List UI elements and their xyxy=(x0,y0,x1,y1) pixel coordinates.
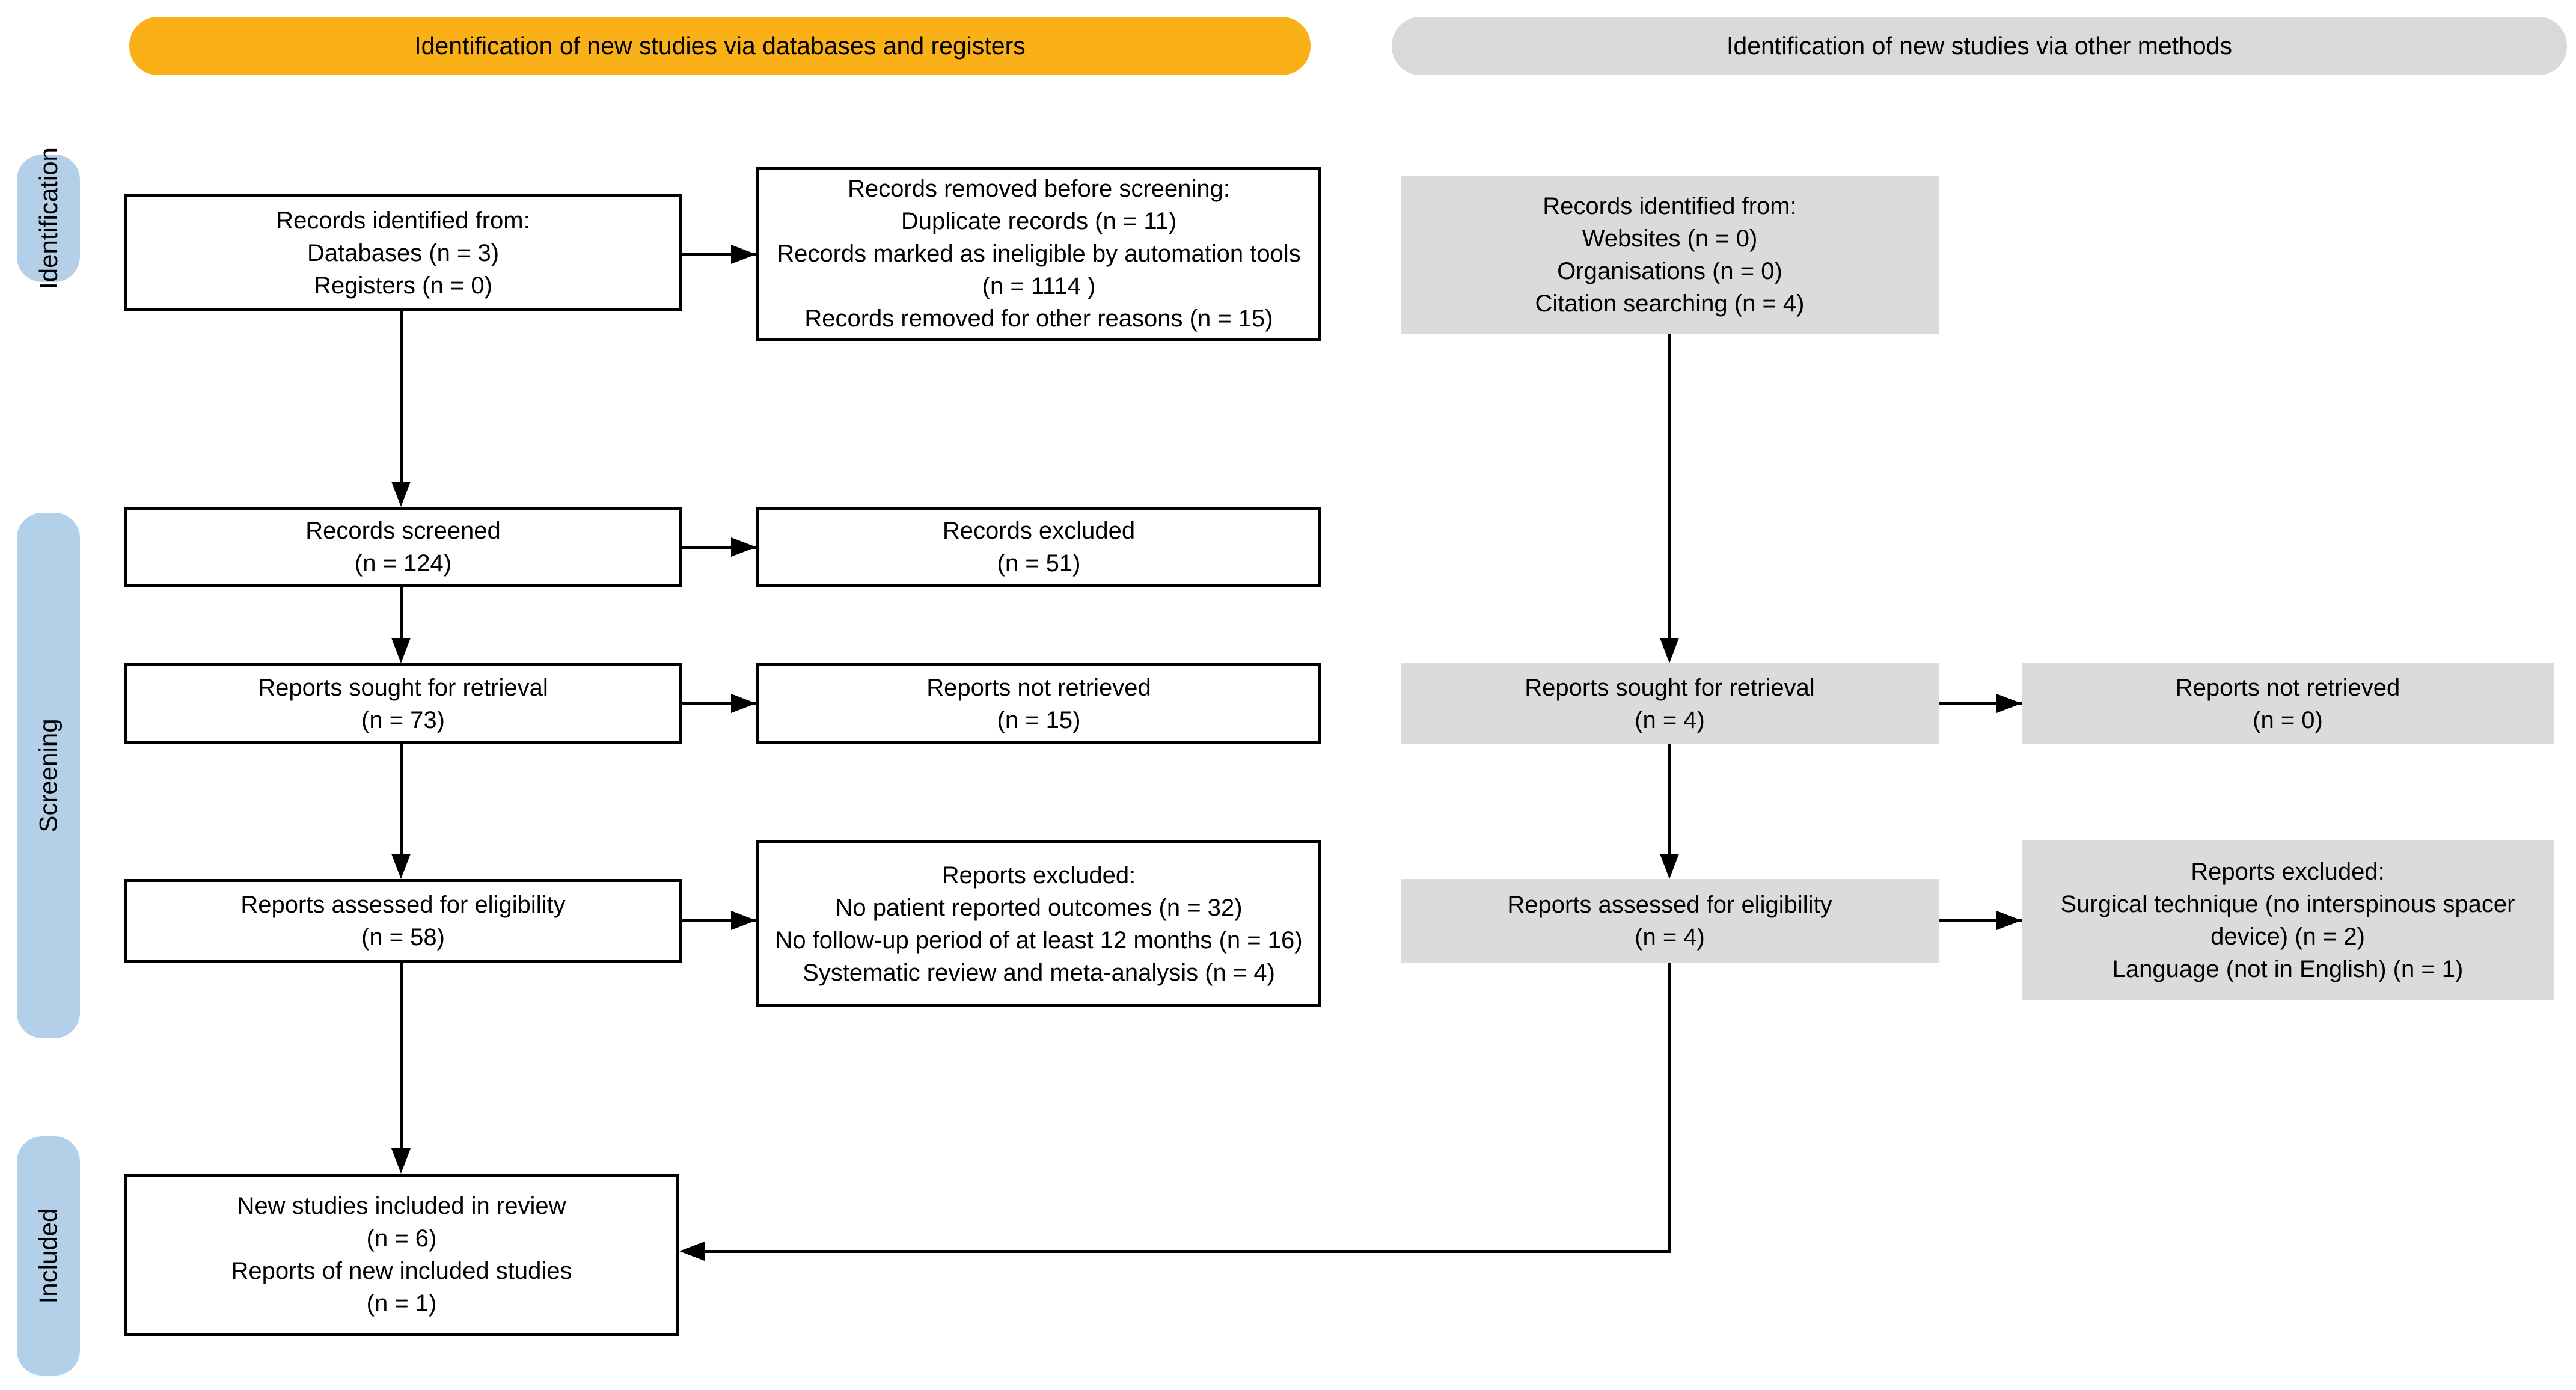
box-reports-assessed-databases: Reports assessed for eligibility (n = 58… xyxy=(124,879,682,963)
text-line: Organisations (n = 0) xyxy=(1557,257,1782,284)
connector-sought-other-to-not-retrieved xyxy=(1939,702,2022,705)
stage-label-identification-text: Identification xyxy=(34,147,63,289)
connector-sought-to-not-retrieved xyxy=(682,702,756,705)
text-line: Reports not retrieved xyxy=(2175,674,2400,701)
text-line: Records screened xyxy=(305,518,501,544)
connector-identified-to-screened xyxy=(400,311,403,492)
box-included-studies: New studies included in review (n = 6) R… xyxy=(124,1174,679,1336)
connector-identified-other-to-sought xyxy=(1668,334,1671,641)
text-line: No follow-up period of at least 12 month… xyxy=(775,926,1303,954)
stage-label-screening: Screening xyxy=(17,513,80,1038)
box-reports-sought-databases: Reports sought for retrieval (n = 73) xyxy=(124,663,682,744)
arrowhead-left-included xyxy=(679,1242,705,1261)
text-line: Records removed for other reasons (n = 1… xyxy=(804,305,1273,332)
arrowhead-down-records-screened xyxy=(391,482,411,507)
box-records-excluded: Records excluded (n = 51) xyxy=(756,507,1321,587)
arrowhead-right-records-excluded xyxy=(731,537,756,557)
text-line: Reports sought for retrieval xyxy=(1525,674,1815,701)
connector-assessed-to-excluded xyxy=(682,919,756,922)
text-line: Reports not retrieved xyxy=(926,674,1151,701)
text-line: Registers (n = 0) xyxy=(314,272,492,299)
connector-identified-to-removed xyxy=(682,253,756,256)
text-line: Reports assessed for eligibility xyxy=(1507,891,1832,918)
arrowhead-right-reports-excluded-other xyxy=(1996,911,2022,930)
stage-label-screening-text: Screening xyxy=(34,718,63,833)
text-line: Systematic review and meta-analysis (n =… xyxy=(803,959,1275,986)
connector-assessed-other-elbow-vertical xyxy=(1668,963,1671,1253)
arrowhead-down-reports-sought xyxy=(391,638,411,663)
box-reports-excluded-databases: Reports excluded: No patient reported ou… xyxy=(756,840,1321,1007)
text-line: (n = 15) xyxy=(997,706,1081,733)
text-line: (n = 1) xyxy=(366,1290,437,1317)
box-records-removed: Records removed before screening: Duplic… xyxy=(756,167,1321,341)
arrowhead-down-reports-assessed xyxy=(391,854,411,879)
text-line: Records identified from: xyxy=(276,207,530,234)
box-reports-assessed-other: Reports assessed for eligibility (n = 4) xyxy=(1401,879,1939,963)
arrowhead-right-not-retrieved-other xyxy=(1996,694,2022,713)
connector-screened-to-excluded xyxy=(682,546,756,549)
text-line: Databases (n = 3) xyxy=(307,239,500,266)
connector-assessed-other-to-excluded xyxy=(1939,919,2022,922)
connector-sought-other-to-assessed xyxy=(1668,744,1671,856)
arrowhead-right-not-retrieved xyxy=(731,694,756,713)
box-reports-excluded-other: Reports excluded: Surgical technique (no… xyxy=(2022,840,2554,1000)
banner-databases-registers-label: Identification of new studies via databa… xyxy=(414,32,1026,60)
box-reports-sought-other: Reports sought for retrieval (n = 4) xyxy=(1401,663,1939,744)
connector-assessed-other-elbow-horizontal xyxy=(702,1250,1671,1253)
connector-screened-to-sought xyxy=(400,587,403,641)
connector-sought-to-assessed xyxy=(400,744,403,856)
text-line: Websites (n = 0) xyxy=(1582,225,1758,252)
text-line: Records identified from: xyxy=(1543,192,1797,219)
text-line: Reports excluded: xyxy=(941,862,1136,889)
text-line: Surgical technique (no interspinous spac… xyxy=(2060,890,2515,950)
arrowhead-down-included xyxy=(391,1148,411,1174)
text-line: (n = 6) xyxy=(366,1225,437,1252)
box-reports-not-retrieved-other: Reports not retrieved (n = 0) xyxy=(2022,663,2554,744)
arrowhead-down-reports-sought-other xyxy=(1660,638,1679,663)
text-line: (n = 0) xyxy=(2253,706,2323,733)
text-line: No patient reported outcomes (n = 32) xyxy=(835,894,1243,921)
banner-databases-registers: Identification of new studies via databa… xyxy=(129,17,1311,75)
arrowhead-right-reports-excluded xyxy=(731,911,756,930)
arrowhead-down-reports-assessed-other xyxy=(1660,854,1679,879)
text-line: Citation searching (n = 4) xyxy=(1535,290,1805,317)
connector-assessed-to-included xyxy=(400,963,403,1150)
text-line: Language (not in English) (n = 1) xyxy=(2112,955,2464,982)
text-line: Reports of new included studies xyxy=(231,1258,572,1284)
text-line: (n = 4) xyxy=(1635,706,1705,733)
text-line: Duplicate records (n = 11) xyxy=(901,208,1177,234)
box-records-identified-databases: Records identified from: Databases (n = … xyxy=(124,194,682,311)
stage-label-identification: Identification xyxy=(17,147,80,289)
text-line: Reports excluded: xyxy=(2191,858,2385,885)
box-records-identified-other: Records identified from: Websites (n = 0… xyxy=(1401,176,1939,334)
text-line: (n = 51) xyxy=(997,550,1081,577)
text-line: Reports assessed for eligibility xyxy=(240,891,566,918)
text-line: Records excluded xyxy=(942,518,1136,544)
text-line: (n = 73) xyxy=(361,706,445,733)
text-line: (n = 58) xyxy=(361,923,445,951)
text-line: Records marked as ineligible by automati… xyxy=(777,240,1301,299)
banner-other-methods-label: Identification of new studies via other … xyxy=(1727,32,2232,60)
banner-other-methods: Identification of new studies via other … xyxy=(1392,17,2567,75)
box-reports-not-retrieved-databases: Reports not retrieved (n = 15) xyxy=(756,663,1321,744)
stage-label-included: Included xyxy=(17,1136,80,1376)
text-line: (n = 4) xyxy=(1635,923,1705,951)
box-records-screened: Records screened (n = 124) xyxy=(124,507,682,587)
text-line: New studies included in review xyxy=(237,1193,566,1219)
stage-label-included-text: Included xyxy=(34,1208,63,1304)
text-line: (n = 124) xyxy=(354,550,452,577)
arrowhead-right-records-removed xyxy=(731,245,756,264)
text-line: Reports sought for retrieval xyxy=(258,674,548,701)
text-line: Records removed before screening: xyxy=(848,176,1230,202)
